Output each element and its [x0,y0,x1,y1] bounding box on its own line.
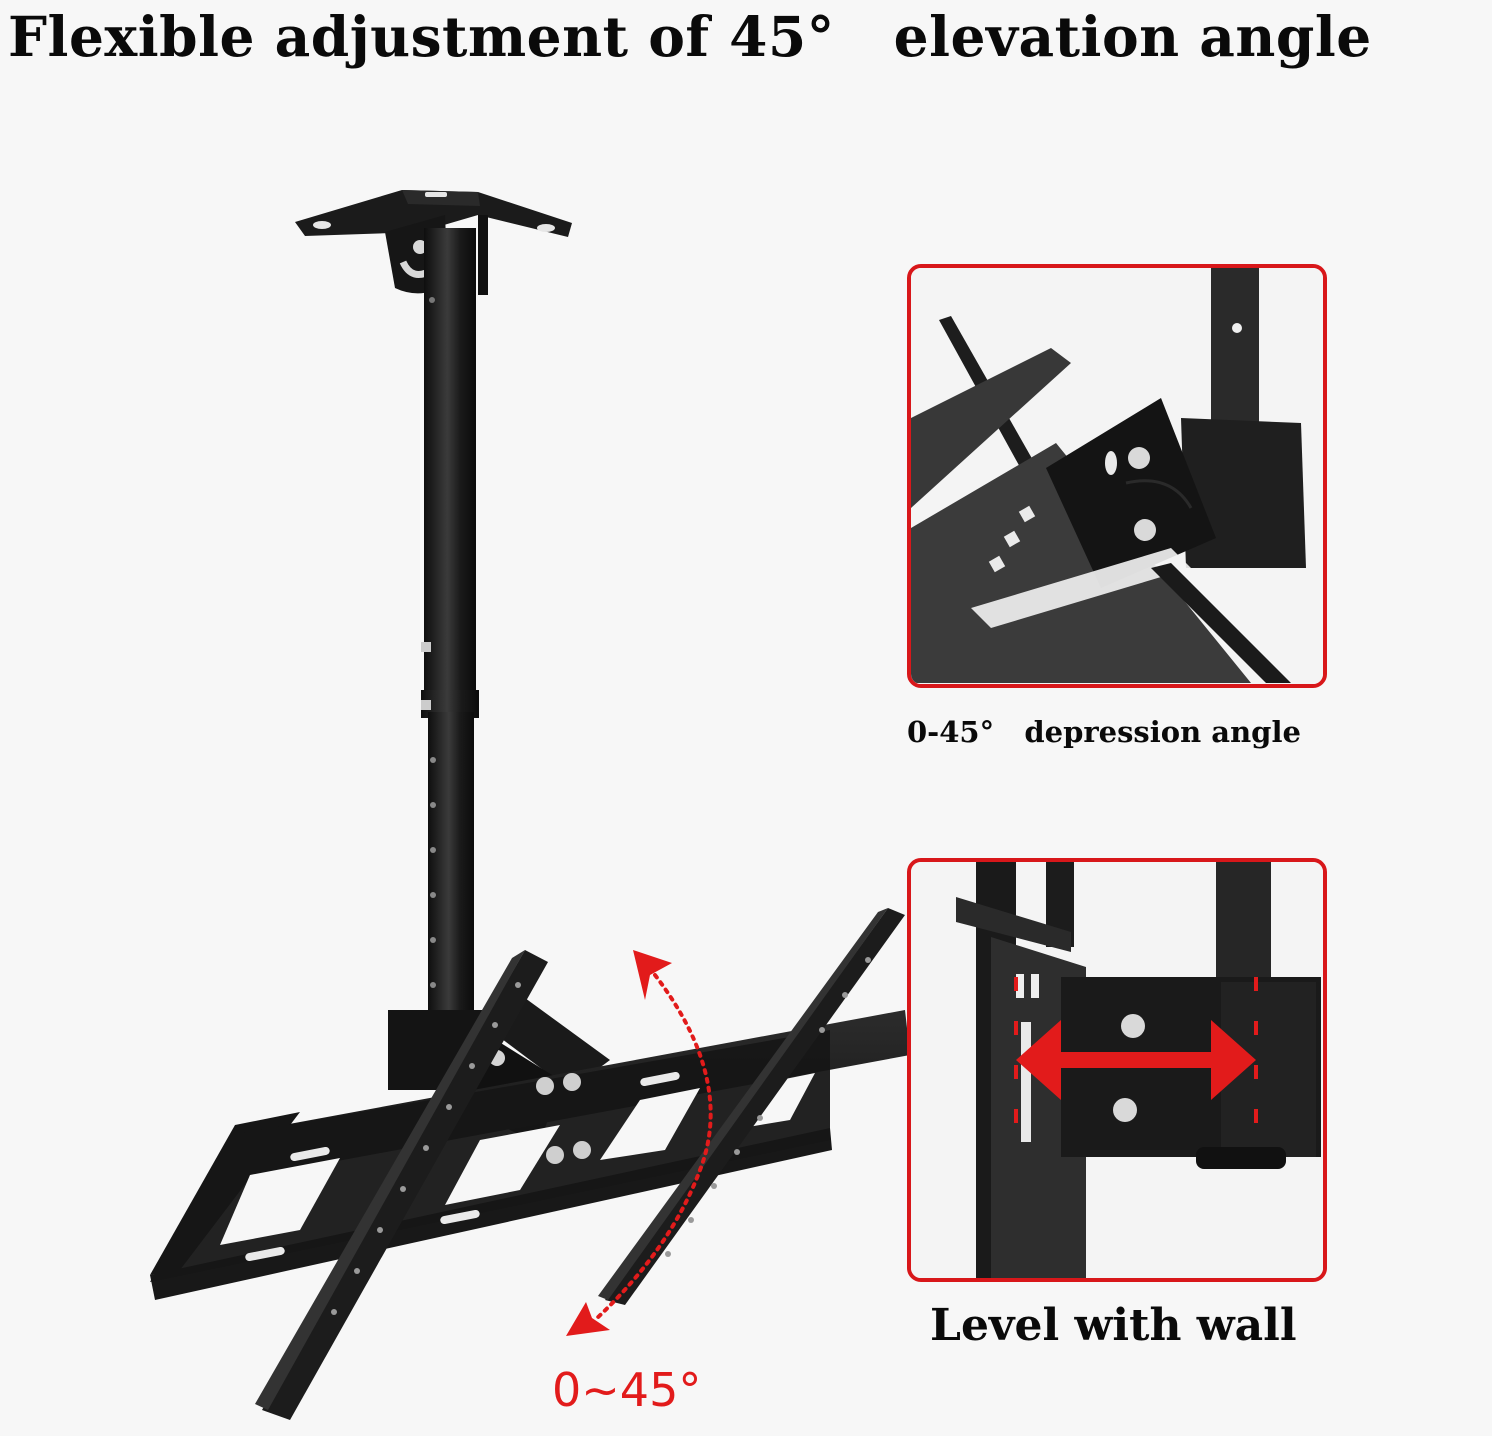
tilt-angle-label: 0~45° [552,1363,702,1417]
tilt-range-arrow [566,950,713,1336]
level-caption: Level with wall [930,1300,1297,1351]
vesa-plate [150,1010,910,1300]
level-bracket-closeup [911,862,1323,1278]
depression-caption: 0-45° depression angle [907,715,1301,749]
level-detail-panel [907,858,1327,1282]
telescoping-pole [421,228,479,1022]
depression-detail-panel [907,264,1327,688]
right-vertical-arm [598,908,905,1305]
left-vertical-arm [255,950,548,1420]
headline: Flexible adjustment of 45° elevation ang… [8,4,1372,69]
tilted-bracket-closeup [911,268,1323,684]
